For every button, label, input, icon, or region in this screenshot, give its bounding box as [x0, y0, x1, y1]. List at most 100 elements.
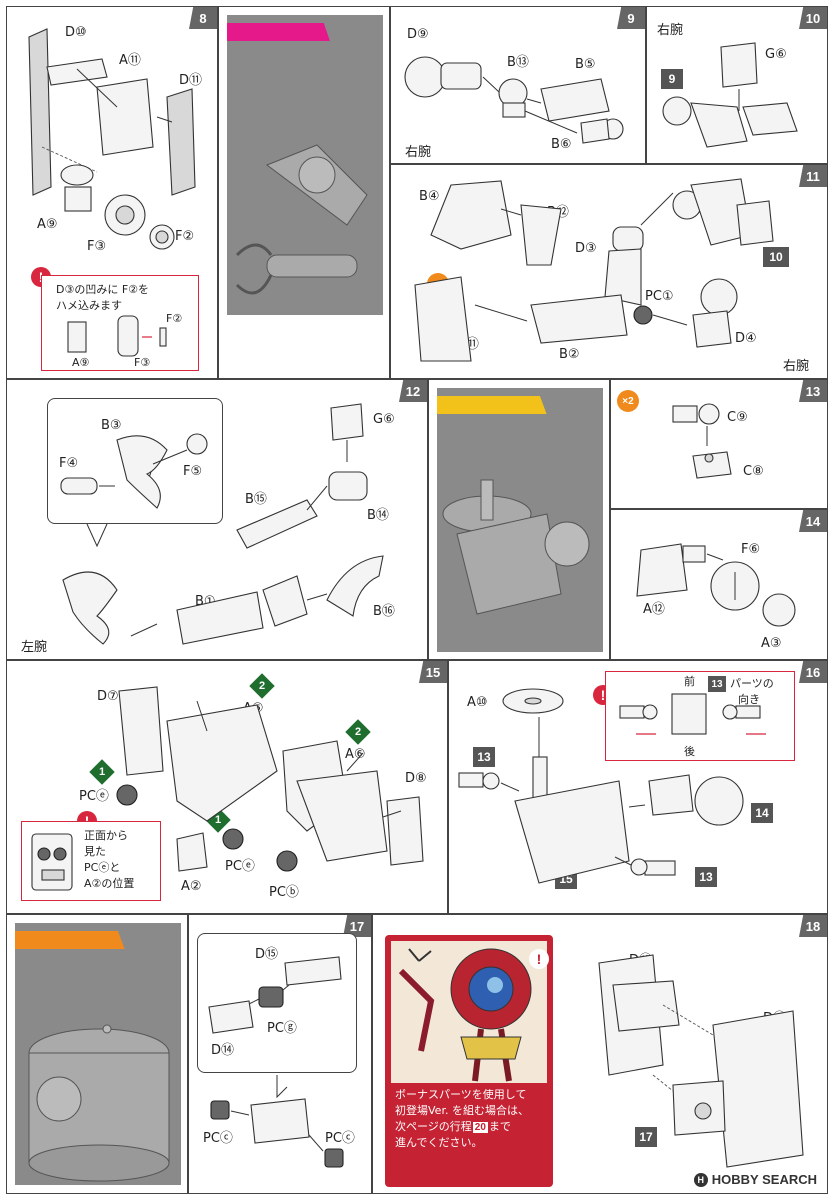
part-label-g6: G⑥: [765, 47, 787, 62]
ref-step-13: 13: [708, 676, 726, 692]
part-label-b5: B⑤: [575, 57, 596, 72]
head-illustration: [28, 1024, 170, 1182]
part-label-f6: F⑥: [741, 542, 761, 557]
step-9-panel: 9 D⑨ B⑬ B⑤ B⑥ 右腕: [390, 6, 646, 164]
watermark: H HOBBY SEARCH: [693, 1172, 817, 1187]
step-14-panel: 14 F⑥ A⑫ A③: [610, 509, 828, 660]
step-10-drawing: [662, 42, 798, 148]
part-label-pc1: PC①: [645, 289, 674, 304]
note-inset-drawing: [31, 833, 73, 891]
part-label-a11: A⑪: [119, 53, 141, 68]
part-label-f4: F④: [59, 456, 79, 471]
part-label-d9: D⑨: [407, 27, 429, 42]
note-line: PCⓔと: [84, 861, 121, 874]
warning-icon: !: [529, 949, 549, 969]
step-number: 13: [799, 380, 827, 402]
part-label-a3: A③: [761, 636, 782, 651]
side-label: 右腕: [405, 145, 432, 160]
part-label-pcc: PCⓒ: [325, 1131, 355, 1146]
step-8-panel: 8 D⑩ A⑪ D⑪ A⑨ F③ F② ! D③の凹みに F②を ハメ込みます: [6, 6, 218, 379]
step-number: 15: [419, 661, 447, 683]
arm-unit-panel: [218, 6, 390, 379]
step-17-panel: 17 D⑮ PCⓖ D⑭ PCⓒ PCⓒ: [188, 914, 372, 1194]
note-line: ハメ込みます: [56, 299, 122, 312]
body-unit-accent: [437, 396, 547, 414]
ref-step-9: 9: [661, 69, 683, 89]
step-17-drawing: [208, 956, 344, 1168]
quantity-badge: ×2: [617, 390, 639, 412]
inset-label-f3: F③: [134, 356, 151, 369]
side-label: 右腕: [657, 23, 684, 38]
note-back: 後: [684, 745, 695, 758]
step-9-drawing: [404, 56, 624, 144]
ref-step-17: 17: [635, 1127, 657, 1147]
step-number: 12: [399, 380, 427, 402]
part-label-c8: C⑧: [743, 464, 764, 479]
note-line: 向き: [738, 693, 760, 706]
step-16-panel: 16 A⑩ 13 14 15 13 ! 13 パーツの 向き 前 後: [448, 660, 828, 914]
part-label-b15: B⑮: [245, 492, 267, 507]
step-11-drawing: [414, 178, 774, 362]
step-14-drawing: [636, 543, 796, 627]
head-unit-card: [15, 923, 181, 1185]
note-inset-drawing: [619, 693, 766, 735]
step-18-drawing: [598, 954, 804, 1168]
inset-label-a9: A⑨: [72, 356, 90, 369]
ref-step-10: 10: [763, 247, 789, 267]
step-13-panel: 13 ×2 C⑨ C⑧: [610, 379, 828, 509]
watermark-logo-icon: H: [693, 1172, 708, 1187]
arm-unit-card: [227, 15, 383, 315]
part-label-d15: D⑮: [255, 947, 279, 962]
step-number: 16: [799, 661, 827, 683]
character-illustration: [398, 948, 532, 1082]
step-12-drawing: [60, 403, 384, 645]
part-label-b2: B②: [559, 347, 580, 362]
step-13-drawing: [672, 403, 732, 479]
part-label-b16: B⑯: [373, 604, 395, 619]
ref-step-13: 13: [695, 867, 717, 887]
inset-label-f2: F②: [166, 312, 183, 325]
step-15-panel: 15 D⑦ 2 A⑤ 2 A⑥ D⑧ 1 PCⓔ 1 PCⓔ PCⓑ A② ! …: [6, 660, 448, 914]
step-15-note-box: 正面から 見た PCⓔと A②の位置: [21, 821, 161, 901]
step-18-panel: 18 ! ボーナスパーツを使用して 初登場Ver. を組む場合は、 次ページの行…: [372, 914, 828, 1194]
step-number: 11: [799, 165, 827, 187]
part-label-d8: D⑧: [405, 771, 427, 786]
step-15-drawing: [116, 686, 424, 872]
part-label-a6: A⑥: [345, 747, 366, 762]
step-number: 18: [799, 915, 827, 937]
part-label-d10: D⑩: [65, 25, 87, 40]
note-line: A②の位置: [84, 877, 135, 890]
step-10-panel: 10 右腕 G⑥ 9: [646, 6, 828, 164]
side-label: 左腕: [21, 640, 48, 655]
part-label-g6: G⑥: [373, 412, 395, 427]
part-label-pce: PCⓔ: [79, 789, 109, 804]
step-8-drawing: [28, 28, 196, 250]
part-label-d4: D④: [735, 331, 757, 346]
part-label-d7: D⑦: [97, 689, 119, 704]
body-illustration: [442, 479, 590, 615]
part-label-f5: F⑤: [183, 464, 203, 479]
step-number: 9: [617, 7, 645, 29]
part-label-d14: D⑭: [211, 1043, 235, 1058]
note-line: パーツの: [730, 677, 774, 690]
arm-illustration: [235, 144, 368, 295]
head-unit-panel: [6, 914, 188, 1194]
head-unit-accent: [15, 931, 125, 949]
part-label-b13: B⑬: [507, 55, 529, 70]
part-label-pcg: PCⓖ: [267, 1021, 297, 1036]
part-label-f2: F②: [175, 229, 195, 244]
note-line: D③の凹みに F②を: [56, 283, 150, 296]
step-11-panel: 11 B④ B⑫ D③ B⑪ B② PC① D④ 右腕 10 ⇔: [390, 164, 828, 379]
part-label-f3: F③: [87, 239, 107, 254]
part-label-pcc: PCⓒ: [203, 1131, 233, 1146]
step-number: 17: [343, 915, 371, 937]
part-label-b4: B④: [419, 189, 440, 204]
step-8-note-box: D③の凹みに F②を ハメ込みます A⑨ F③ F②: [41, 275, 199, 371]
ref-step-14: 14: [751, 803, 773, 823]
part-label-c9: C⑨: [727, 410, 748, 425]
step-12-panel: 12 B③ F④ F⑤ G⑥ B⑮ B⑭ B① B⑯ 左腕: [6, 379, 428, 660]
part-label-b3: B③: [101, 418, 122, 433]
part-label-a10: A⑩: [467, 695, 488, 710]
